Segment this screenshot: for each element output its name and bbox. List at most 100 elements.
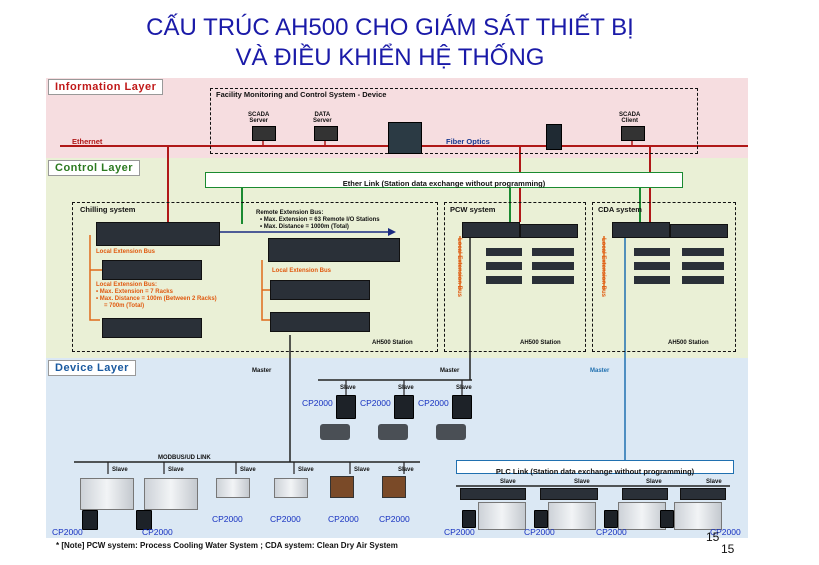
data-server-label: DATA Server (313, 112, 332, 124)
plc-rack-3 (622, 488, 668, 500)
compressor-unit-3 (618, 502, 666, 530)
pcw-io-stack-1 (486, 248, 522, 288)
remote-bus-title: Remote Extension Bus: (256, 210, 324, 216)
slave-label-b4: Slave (298, 467, 314, 473)
device-layer-tag: Device Layer (48, 360, 136, 376)
local-bus-spec-2: • Max. Distance = 100m (Between 2 Racks) (96, 296, 217, 302)
plc-rack-1 (460, 488, 526, 500)
local-bus-spec-title: Local Extension Bus: (96, 282, 158, 288)
facility-monitoring-label: Facility Monitoring and Control System -… (216, 90, 387, 99)
cda-station-label: AH500 Station (668, 340, 709, 346)
cp2000-label-b4: CP2000 (270, 514, 301, 524)
slave-label-m1: Slave (340, 385, 356, 391)
scada-client-icon (621, 126, 645, 141)
cp2000-label-b1: CP2000 (52, 527, 83, 537)
cda-local-bus-label: Local Extension Bus (600, 238, 606, 298)
cp2000-label-b2: CP2000 (142, 527, 173, 537)
drive-icon-m1 (336, 395, 356, 419)
cp2000-label-p4: CP2000 (710, 527, 741, 537)
ether-link-box: Ether Link (Station data exchange withou… (205, 172, 683, 188)
motor-icon-m2 (378, 424, 408, 440)
ether-link-label: Ether Link (Station data exchange withou… (342, 179, 546, 188)
drive-icon-b2 (136, 510, 152, 530)
pcw-station-label: AH500 Station (520, 340, 561, 346)
pcw-io-stack-2 (532, 248, 574, 288)
local-bus-label-1: Local Extension Bus (96, 249, 156, 255)
drive-icon-p3 (604, 510, 618, 528)
slave-label-b1: Slave (112, 467, 128, 473)
pump-unit-2 (274, 478, 308, 498)
cda-io-stack-1 (634, 248, 670, 288)
local-rack-1 (102, 260, 202, 280)
motor-icon-m3 (436, 424, 466, 440)
slave-label-m3: Slave (456, 385, 472, 391)
slave-label-p4: Slave (706, 479, 722, 485)
scada-client-label: SCADA Client (619, 112, 641, 124)
local-bus-label-2: Local Extension Bus (272, 268, 332, 274)
controller-unit-1 (330, 476, 354, 498)
local-rack-2 (102, 318, 202, 338)
control-layer-tag: Control Layer (48, 160, 141, 176)
cp2000-label-m3: CP2000 (418, 398, 449, 408)
cda-system-box (592, 202, 736, 352)
cp2000-label-m2: CP2000 (360, 398, 391, 408)
compressor-unit-2 (548, 502, 596, 530)
chilling-system-box (72, 202, 438, 352)
slave-label-m2: Slave (398, 385, 414, 391)
master-label-2: Master (440, 368, 460, 374)
cp2000-label-p2: CP2000 (524, 527, 555, 537)
fiber-optics-label: Fiber Optics (446, 137, 490, 146)
slave-label-p3: Slave (646, 479, 662, 485)
pcw-system-box (444, 202, 586, 352)
chiller-unit-1 (80, 478, 134, 510)
footnote: * [Note] PCW system: Process Cooling Wat… (56, 541, 398, 550)
cp2000-label-b3: CP2000 (212, 514, 243, 524)
scada-server-icon (252, 126, 276, 141)
pcw-rack-b (520, 224, 578, 238)
local-bus-spec-1: • Max. Extension = 7 Racks (96, 289, 173, 295)
remote-local-rack-2 (270, 312, 370, 332)
ethernet-label: Ethernet (72, 137, 103, 146)
slave-label-b3: Slave (240, 467, 256, 473)
cda-rack-b (670, 224, 728, 238)
chiller-unit-2 (144, 478, 198, 510)
page-number-2: 15 (721, 542, 735, 556)
slave-label-b6: Slave (398, 467, 414, 473)
plc-rack-2 (540, 488, 598, 500)
cp2000-label-p1: CP2000 (444, 527, 475, 537)
modbus-link-label: MODBUS/UD LINK (158, 455, 211, 461)
scada-server-label: SCADA Server (248, 112, 270, 124)
title-line-1: CẤU TRÚC AH500 CHO GIÁM SÁT THIẾT BỊ (146, 14, 634, 41)
facility-monitoring-box (210, 88, 698, 154)
plc-rack-4 (680, 488, 726, 500)
page-number-1: 15 (706, 530, 720, 544)
cda-main-rack (612, 222, 670, 238)
pcw-system-label: PCW system (450, 205, 496, 214)
cp2000-label-b6: CP2000 (379, 514, 410, 524)
compressor-unit-1 (478, 502, 526, 530)
data-server-icon (314, 126, 338, 141)
compressor-unit-4 (674, 502, 722, 530)
title-line-2: VÀ ĐIỀU KHIỂN HỆ THỐNG (235, 44, 545, 71)
information-layer-tag: Information Layer (48, 79, 164, 95)
slave-label-p1: Slave (500, 479, 516, 485)
drive-icon-p2 (534, 510, 548, 528)
cp2000-label-p3: CP2000 (596, 527, 627, 537)
slave-label-p2: Slave (574, 479, 590, 485)
master-label-3: Master (590, 368, 610, 374)
slave-label-b5: Slave (354, 467, 370, 473)
fiber-converter-icon (546, 124, 562, 150)
remote-local-rack-1 (270, 280, 370, 300)
cp2000-label-b5: CP2000 (328, 514, 359, 524)
chilling-system-label: Chilling system (80, 205, 136, 214)
pump-unit-1 (216, 478, 250, 498)
drive-icon-p4 (660, 510, 674, 528)
plc-link-box: PLC Link (Station data exchange without … (456, 460, 734, 476)
remote-bus-spec-1: • Max. Extension = 63 Remote I/O Station… (260, 217, 380, 223)
drive-icon-m2 (394, 395, 414, 419)
cda-io-stack-2 (682, 248, 724, 288)
drive-icon-b1 (82, 510, 98, 530)
drive-icon-m3 (452, 395, 472, 419)
motor-icon-m1 (320, 424, 350, 440)
cda-system-label: CDA system (598, 205, 642, 214)
